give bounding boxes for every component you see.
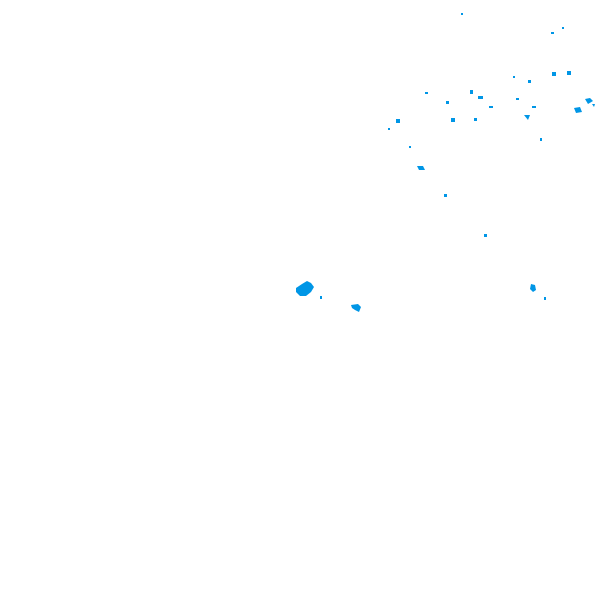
- water-patch: [296, 281, 314, 296]
- water-speck: [562, 27, 564, 29]
- water-speck: [461, 13, 463, 15]
- water-speck: [528, 80, 531, 83]
- water-speck: [513, 76, 515, 78]
- water-speck: [532, 106, 536, 108]
- water-speck: [540, 138, 542, 141]
- water-speck: [484, 234, 487, 237]
- water-patch: [585, 98, 593, 104]
- feature-group: [296, 13, 595, 312]
- water-patch: [592, 104, 595, 107]
- water-patch: [417, 166, 425, 170]
- water-speck: [320, 296, 322, 299]
- water-patch: [574, 107, 582, 113]
- water-speck: [516, 98, 519, 100]
- water-speck: [474, 118, 477, 121]
- water-speck: [446, 101, 449, 104]
- water-speck: [409, 146, 411, 148]
- water-speck: [551, 32, 554, 34]
- water-speck: [396, 119, 400, 123]
- water-patch: [530, 284, 536, 292]
- water-patch: [524, 115, 530, 120]
- water-speck: [567, 71, 571, 75]
- water-speck: [425, 92, 428, 94]
- water-speck: [489, 106, 493, 108]
- water-speck: [552, 72, 556, 76]
- water-speck: [444, 194, 447, 197]
- water-speck: [544, 297, 546, 300]
- water-speck: [388, 128, 390, 130]
- water-speck: [451, 118, 455, 122]
- water-speck: [478, 96, 483, 99]
- water-speck: [470, 90, 473, 94]
- water-patch: [351, 304, 361, 312]
